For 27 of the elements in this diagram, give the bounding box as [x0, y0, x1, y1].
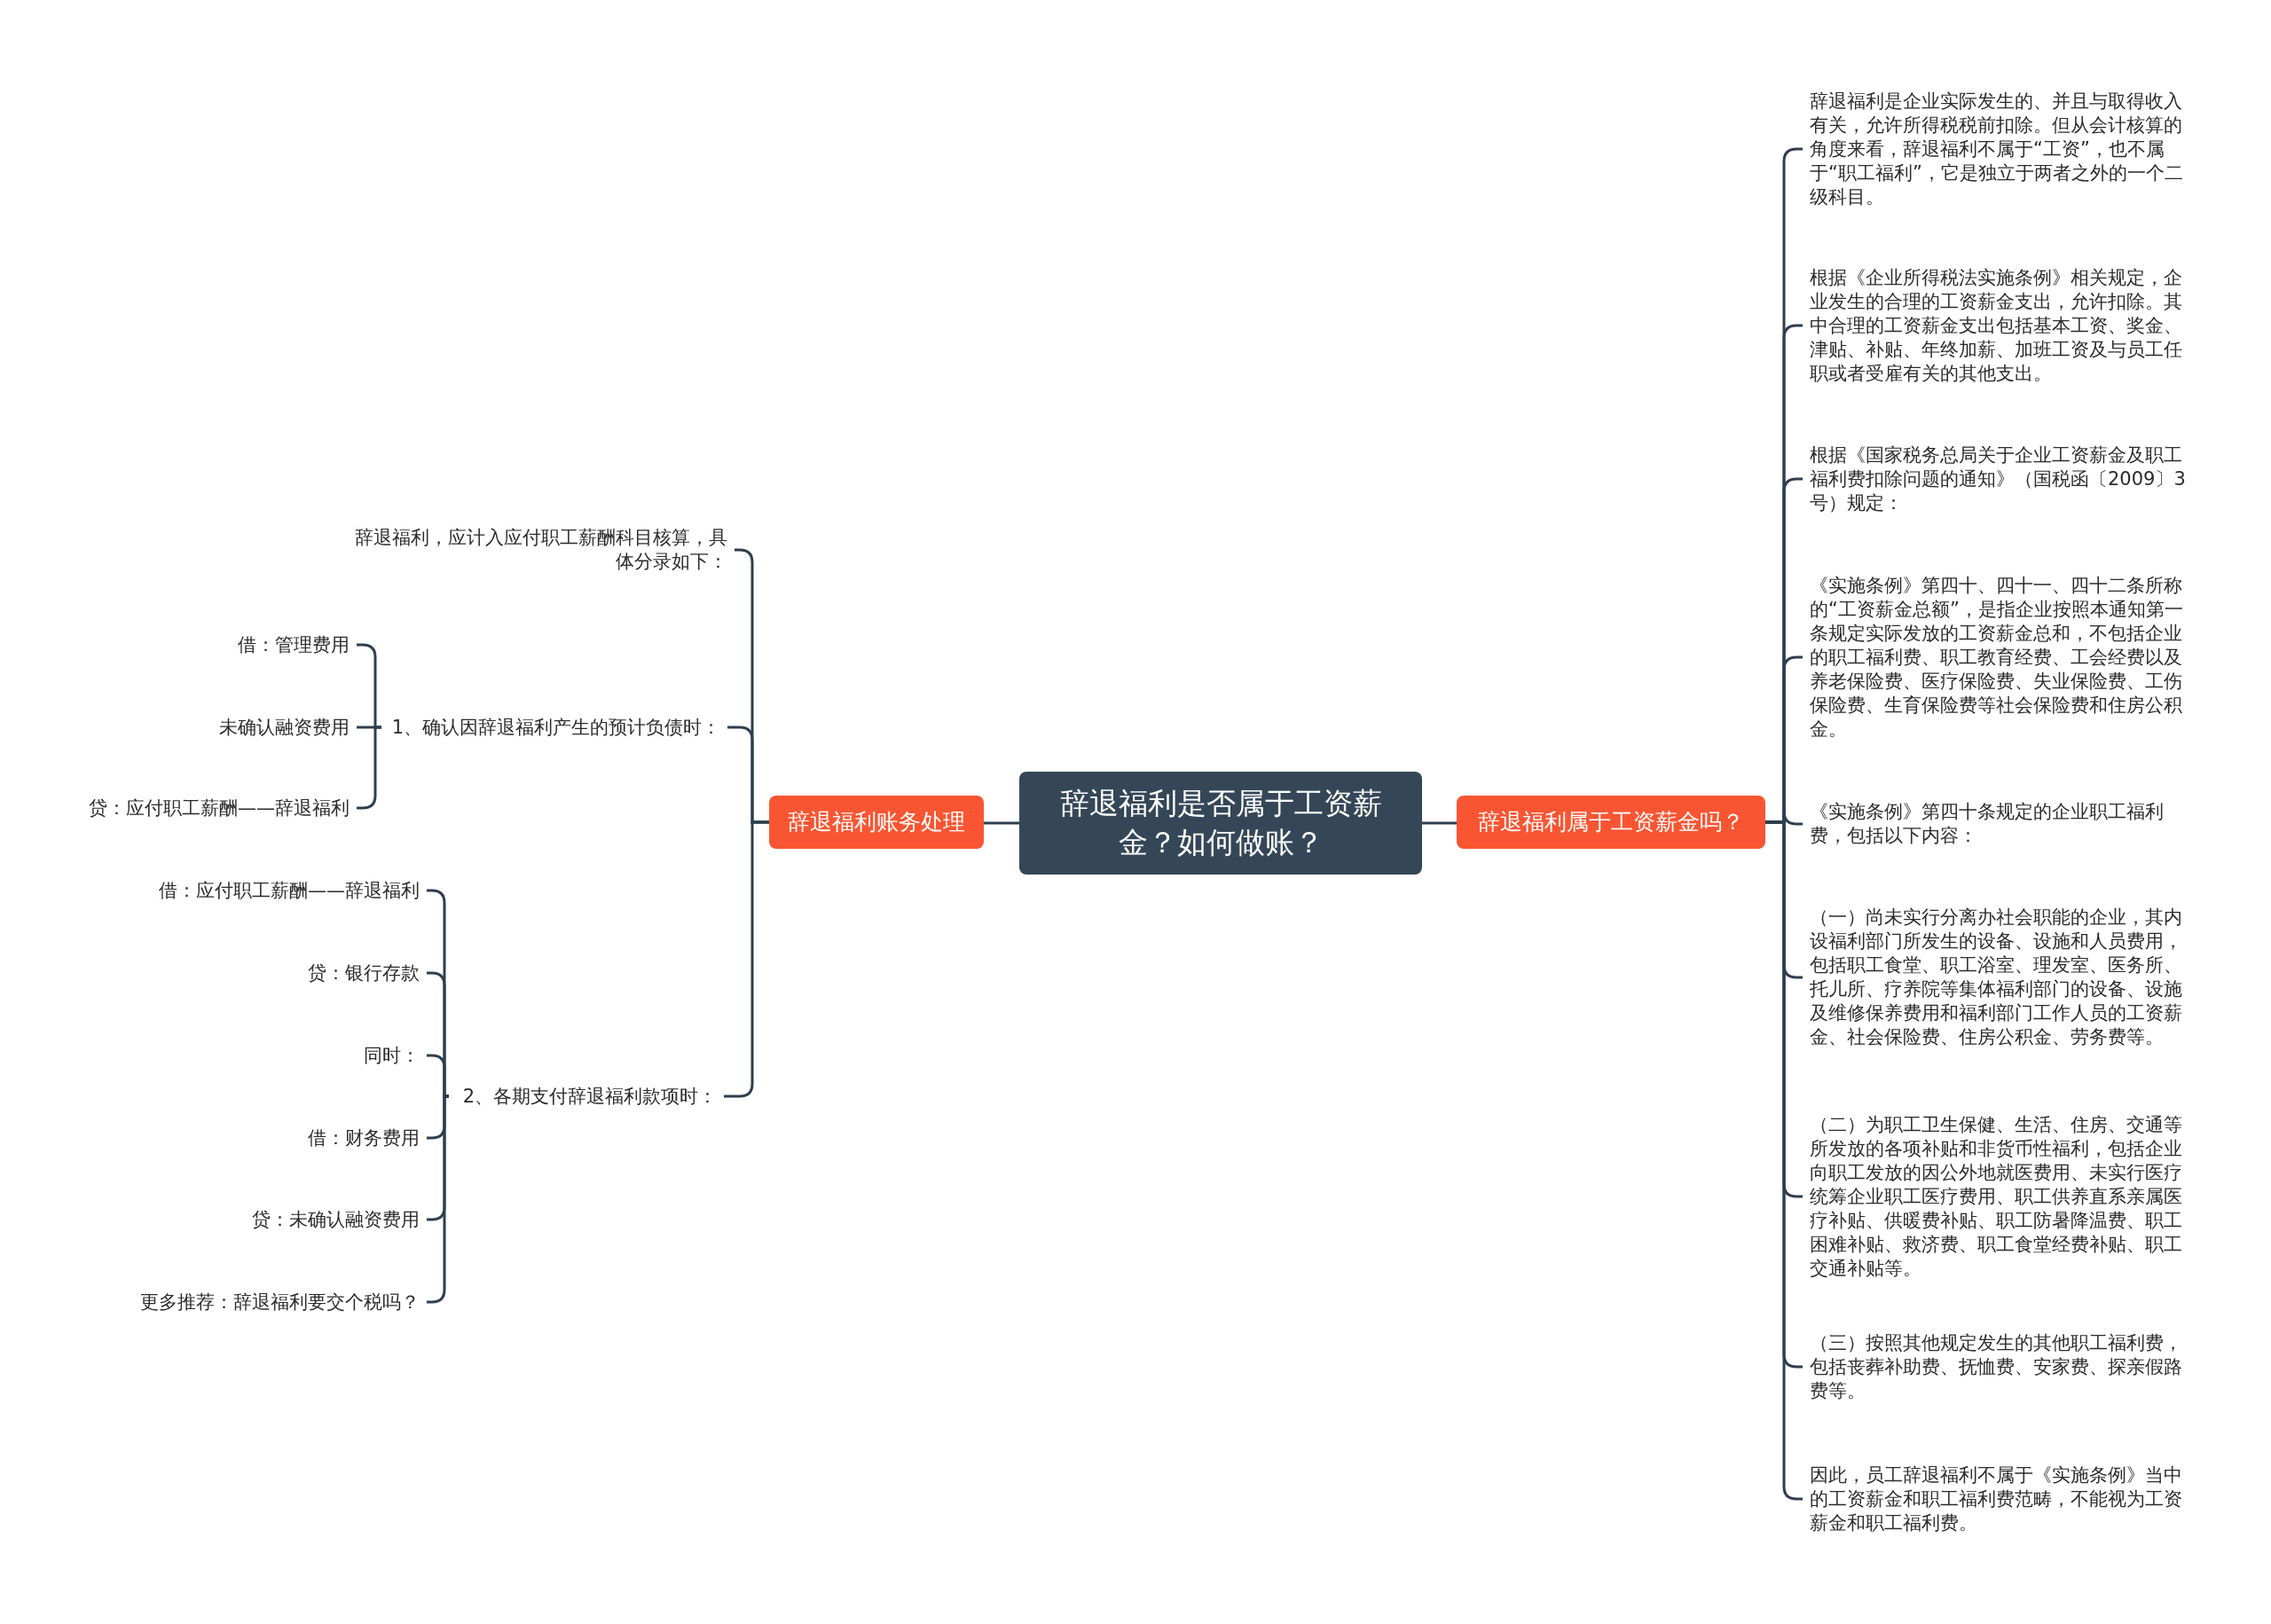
connector-line: [427, 1054, 449, 1098]
topic-text: 贷：未确认融资费用: [205, 1207, 427, 1232]
topic-text: 借：应付职工薪酬——辞退福利: [134, 878, 427, 903]
topic-text: 根据《企业所得税法实施条例》相关规定，企业发生的合理的工资薪金支出，允许扣除。其中合理的工资薪金支出包括基本工资、奖金、津贴、补贴、年终加薪、加班工资及与员工任职或者受雇有关的其他支出。: [1803, 265, 2195, 386]
topic-text: 贷：银行存款: [205, 961, 427, 985]
topic-text: （一）尚未实行分离办社会职能的企业，其内设福利部门所发生的设备、设施和人员费用，包括职工食堂、职工浴室、理发室、医务所、托儿所、疗养院等集体福利部门的设备、设施及维修保养费用和福利部门工作人员的工资薪金、社会保险费、住房公积金、劳务费等。: [1803, 906, 2195, 1049]
topic-text: 《实施条例》第四十条规定的企业职工福利费，包括以下内容：: [1803, 800, 2195, 848]
topic-box: 辞退福利属于工资薪金吗？: [1457, 796, 1765, 849]
topic-text: 根据《国家税务总局关于企业工资薪金及职工福利费扣除问题的通知》（国税函〔2009〕3号）规定：: [1803, 443, 2195, 515]
topic-text: 借：财务费用: [205, 1126, 427, 1150]
topic-box: 辞退福利账务处理: [769, 796, 984, 849]
topic-text: 借：管理费用: [135, 632, 357, 657]
topic-text: 辞退福利是企业实际发生的、并且与取得收入有关，允许所得税税前扣除。但从会计核算的角度来看，辞退福利不属于“工资”，也不属于“职工福利”，它是独立于两者之外的一个二级科目。: [1803, 89, 2195, 209]
topic-text: （二）为职工卫生保健、生活、住房、交通等所发放的各项补贴和非货币性福利，包括企业向职工发放的因公外地就医费用、未实行医疗统筹企业职工医疗费用、职工供养直系亲属医疗补贴、供暖费补贴、职工防暑降温费、职工困难补贴、救济费、职工食堂经费补贴、职工交通补贴等。: [1803, 1112, 2195, 1281]
connector-line: [1422, 821, 1457, 825]
topic-text: 同时：: [205, 1043, 427, 1068]
topic-text: 更多推荐：辞退福利要交个税吗？: [107, 1290, 427, 1314]
connector-line: [984, 821, 1019, 825]
topic-text: 《实施条例》第四十、四十一、四十二条所称的“工资薪金总额”，是指企业按照本通知第一条规定实际发放的工资薪金总和，不包括企业的职工福利费、职工教育经费、工会经费以及养老保险费、医疗保险费、失业保险费、工伤保险费、生育保险费等社会保险费和住房公积金。: [1803, 573, 2195, 741]
central-topic-box: 辞退福利是否属于工资薪金？如何做账？: [1019, 772, 1422, 875]
topic-text: 未确认融资费用: [135, 715, 357, 740]
topic-text: 1、确认因辞退福利产生的预计负债时：: [381, 715, 727, 740]
topic-text: 辞退福利，应计入应付职工薪酬科目核算，具体分录如下：: [339, 526, 735, 574]
topic-text: （三）按照其他规定发生的其他职工福利费，包括丧葬补助费、抚恤费、安家费、探亲假路费等。: [1803, 1330, 2195, 1403]
topic-text: 因此，员工辞退福利不属于《实施条例》当中的工资薪金和职工福利费范畴，不能视为工资薪金和职工福利费。: [1803, 1463, 2195, 1535]
topic-text: 2、各期支付辞退福利款项时：: [449, 1084, 724, 1109]
topic-text: 贷：应付职工薪酬——辞退福利: [64, 796, 357, 820]
